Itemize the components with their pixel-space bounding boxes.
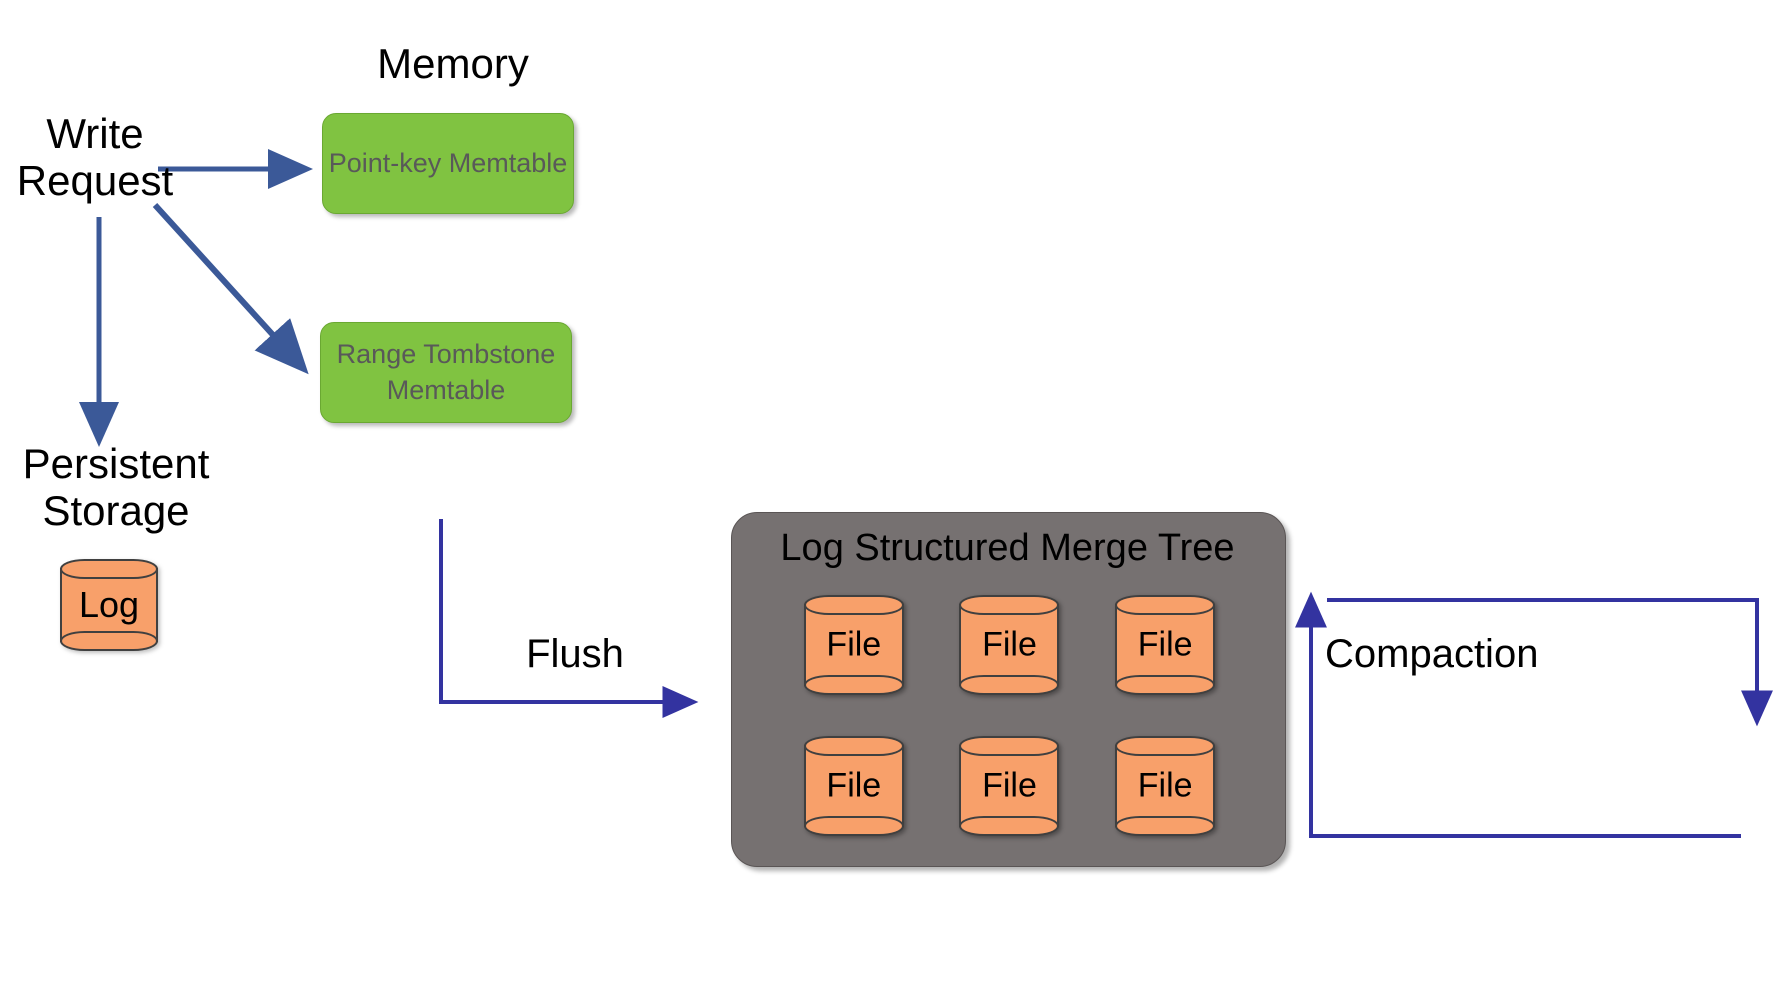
arrow-write-to-range-tombstone <box>152 202 309 375</box>
cylinder-body <box>1115 744 1216 827</box>
cylinder-body <box>1115 603 1216 686</box>
cylinder-top <box>959 594 1060 615</box>
cylinder-body <box>60 568 158 642</box>
lsm-file-cell: File <box>1093 726 1237 845</box>
cylinder-bottom <box>803 815 904 836</box>
cylinder-bottom <box>1115 674 1216 695</box>
file-cylinder-label: File <box>826 766 882 804</box>
cylinder-body <box>959 603 1060 686</box>
write-request-label: Write Request <box>16 110 174 205</box>
point-key-memtable-label: Point-key Memtable <box>328 147 568 178</box>
cylinder-top <box>60 559 158 579</box>
cylinder-bottom <box>803 674 904 695</box>
memory-label: Memory <box>377 40 529 87</box>
log-cylinder-icon[interactable]: Log <box>60 559 158 651</box>
cylinder-body <box>959 744 1060 827</box>
cylinder-top <box>803 594 904 615</box>
file-cylinder-label: File <box>826 625 882 663</box>
compaction-label: Compaction <box>1325 632 1539 676</box>
file-cylinder-icon[interactable]: File <box>1115 735 1216 836</box>
cylinder-body <box>803 603 904 686</box>
lsm-file-cell: File <box>938 726 1082 845</box>
lsm-file-cell: File <box>782 726 926 845</box>
file-cylinder-icon[interactable]: File <box>803 594 904 695</box>
cylinder-top <box>959 735 1060 756</box>
file-cylinder-label: File <box>982 766 1037 804</box>
lsm-file-cell: File <box>1093 585 1237 704</box>
file-cylinder-icon[interactable]: File <box>959 594 1060 695</box>
cylinder-bottom <box>959 674 1060 695</box>
file-cylinder-icon[interactable]: File <box>803 735 904 836</box>
lsm-tree-title: Log Structured Merge Tree <box>780 527 1235 569</box>
cylinder-top <box>1115 594 1216 615</box>
flush-label: Flush <box>526 632 624 676</box>
lsm-file-cell: File <box>938 585 1082 704</box>
range-tombstone-memtable-box[interactable]: Range Tombstone Memtable <box>320 322 572 423</box>
lsm-file-grid: File File File File File <box>782 585 1237 845</box>
cylinder-top <box>1115 735 1216 756</box>
file-cylinder-label: File <box>982 625 1037 663</box>
file-cylinder-label: File <box>1137 766 1193 804</box>
file-cylinder-label: File <box>1137 625 1193 663</box>
cylinder-top <box>803 735 904 756</box>
point-key-memtable-box[interactable]: Point-key Memtable <box>322 113 574 214</box>
persistent-storage-label: Persistent Storage <box>22 440 210 535</box>
cylinder-bottom <box>1115 815 1216 836</box>
log-cylinder-label: Log <box>78 584 140 625</box>
cylinder-body <box>803 744 904 827</box>
file-cylinder-icon[interactable]: File <box>1115 594 1216 695</box>
cylinder-bottom <box>60 631 158 651</box>
range-tombstone-memtable-label: Range Tombstone Memtable <box>336 339 556 405</box>
lsm-file-cell: File <box>782 585 926 704</box>
cylinder-bottom <box>959 815 1060 836</box>
file-cylinder-icon[interactable]: File <box>959 735 1060 836</box>
